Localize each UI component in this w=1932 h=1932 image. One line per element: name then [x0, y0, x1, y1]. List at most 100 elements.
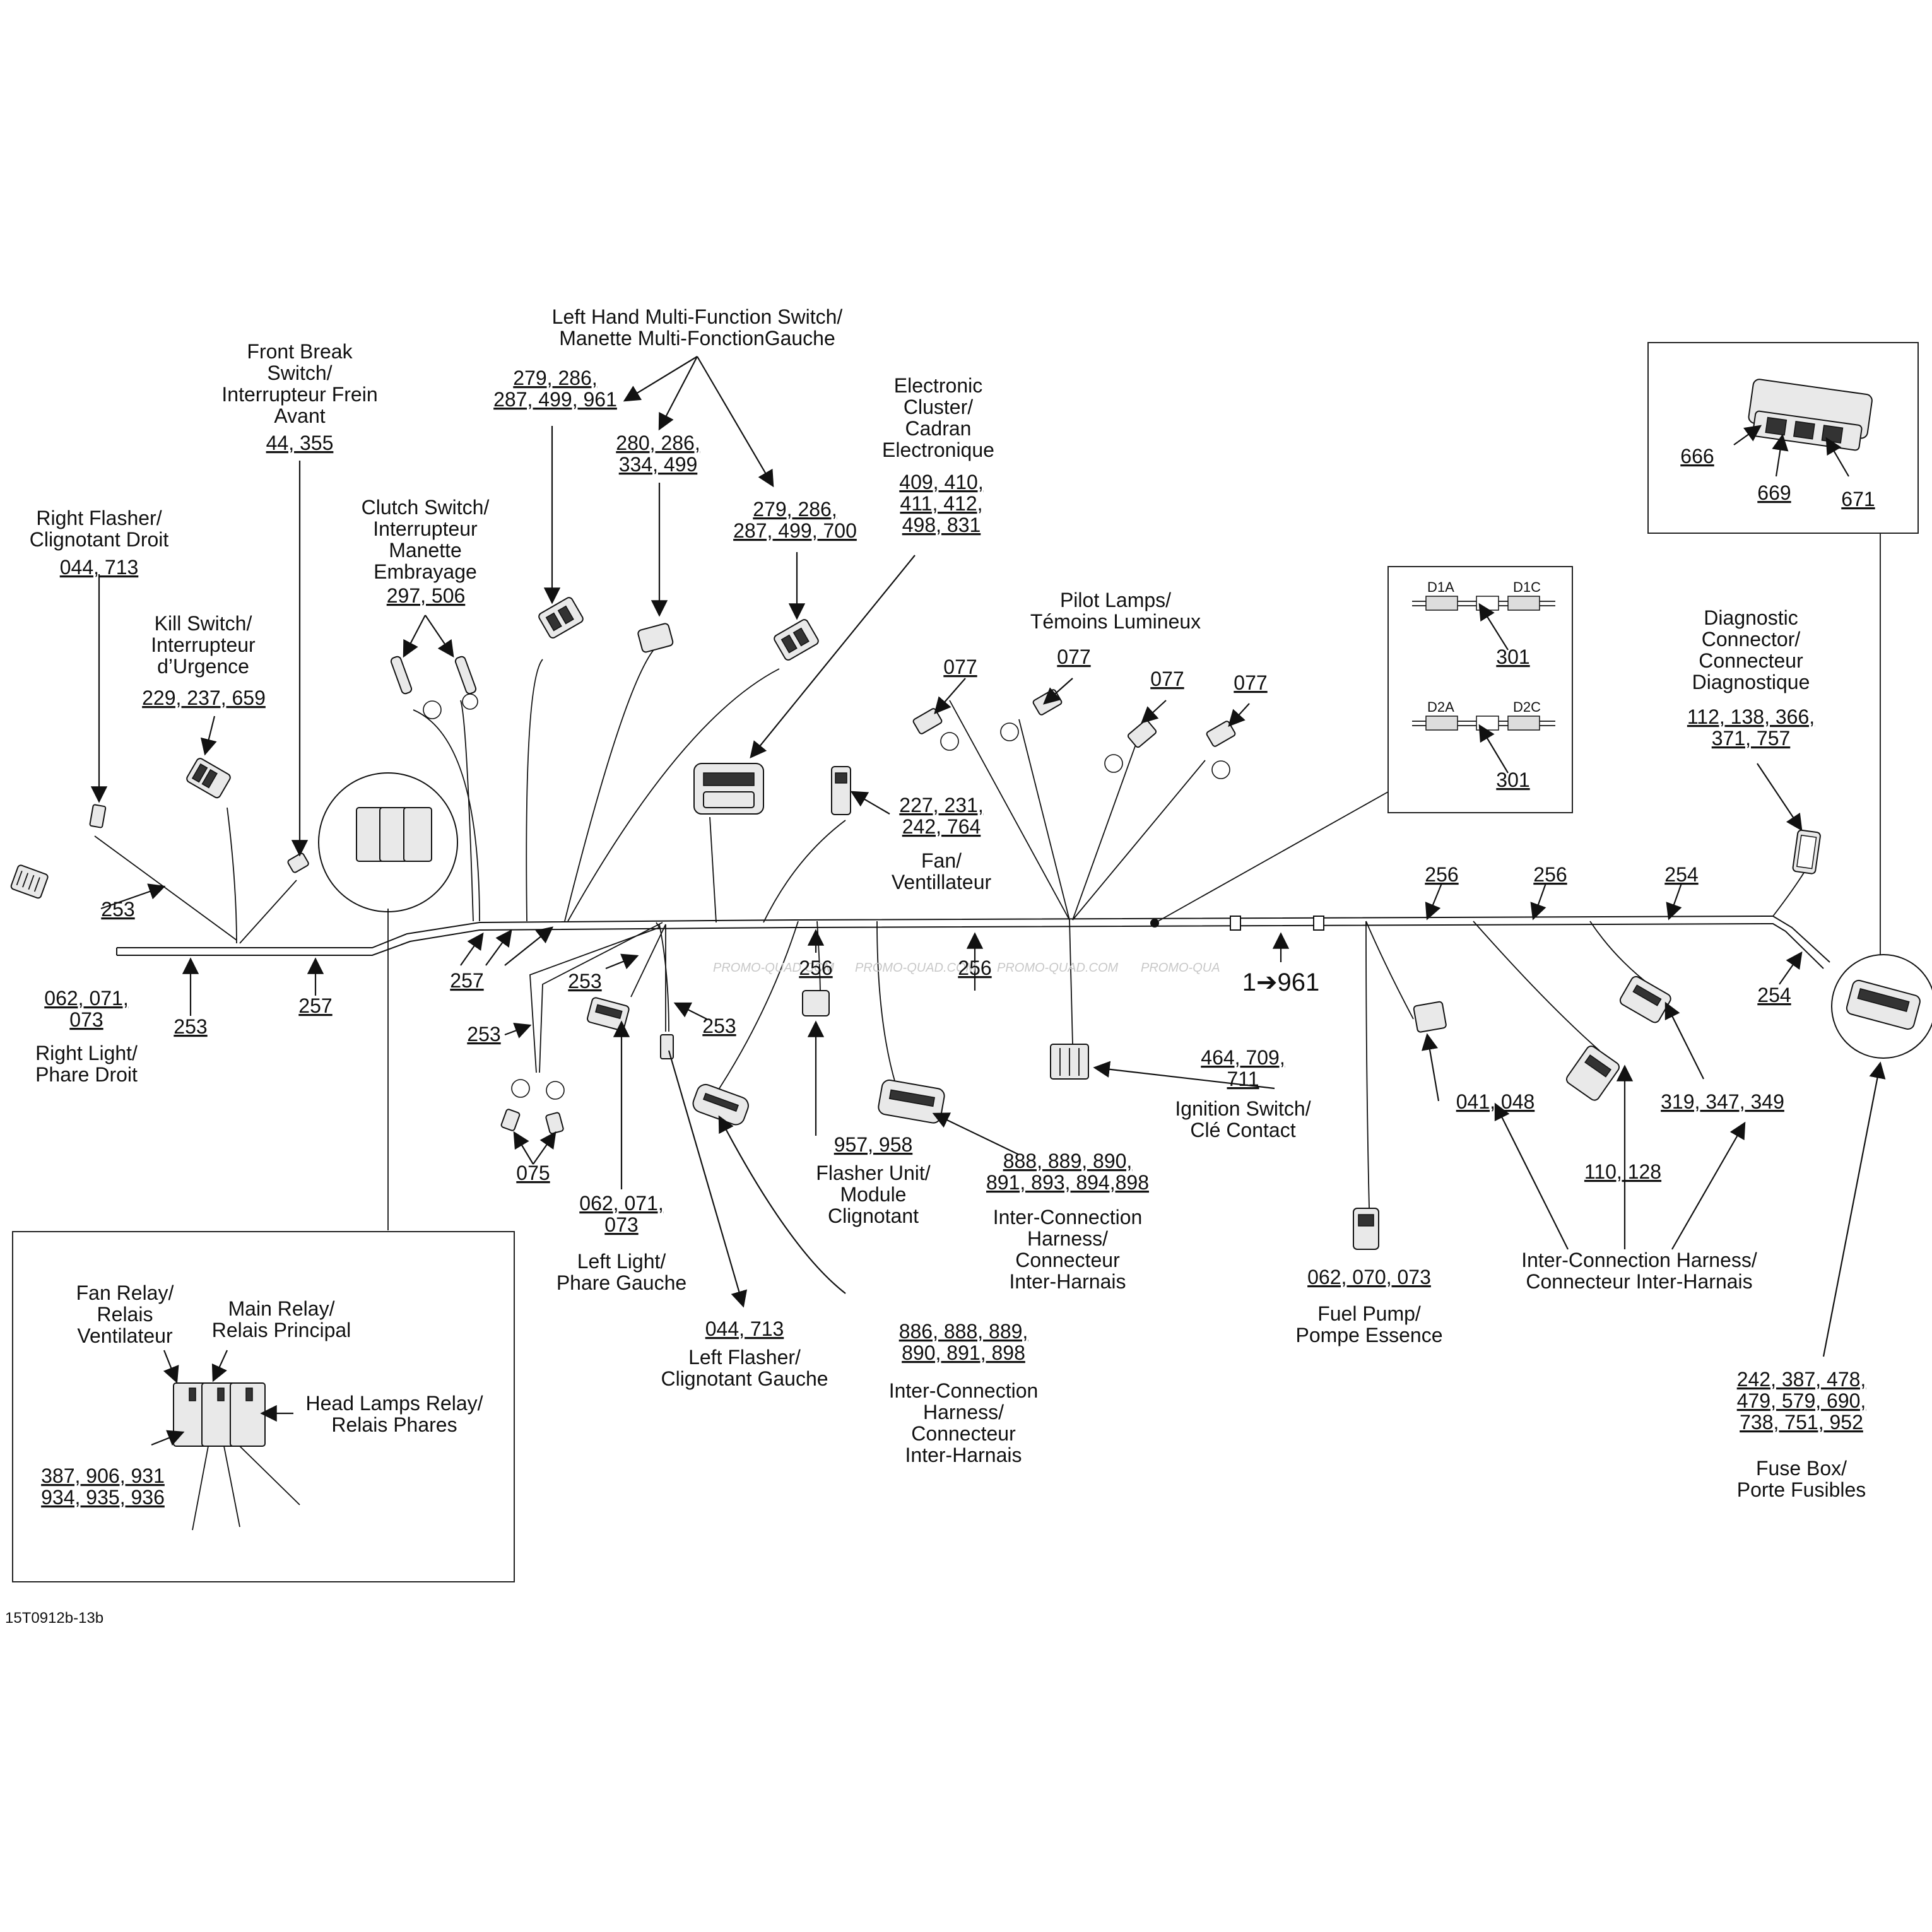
component-label: Relais Phares [331, 1413, 457, 1436]
watermark: PROMO-QUA [1141, 961, 1220, 975]
part-number: 888, 889, 890, [1003, 1150, 1133, 1172]
component-label: Switch/ [267, 362, 332, 384]
component-label: d’Urgence [157, 655, 249, 678]
part-number: 409, 410, [899, 471, 983, 493]
connector-glyphs [10, 533, 1932, 1250]
item-075-connectors [500, 1079, 565, 1134]
part-number: 112, 138, 366, [1687, 705, 1815, 728]
component-label: Connecteur [1699, 649, 1803, 672]
component-label: Right Light/ [35, 1042, 138, 1064]
component-label: Relais [97, 1303, 153, 1326]
part-number: 077 [1234, 671, 1267, 694]
part-number: 077 [1057, 645, 1090, 668]
part-number: 671 [1841, 488, 1875, 510]
figure-code: 15T0912b-13b [5, 1610, 103, 1627]
part-number: 253 [101, 898, 134, 921]
ignition-switch-connector [1050, 1044, 1089, 1080]
diode-1 [1412, 596, 1555, 611]
interharness-connector-2 [692, 1083, 749, 1126]
watermark: PROMO-QUAD.COM [997, 961, 1119, 975]
interharness-connector-1 [878, 1079, 945, 1124]
part-number: 077 [1150, 668, 1184, 690]
part-number: 301 [1496, 769, 1529, 791]
component-label: Diagnostique [1692, 671, 1810, 693]
part-number: 253 [467, 1023, 500, 1046]
part-number: 371, 757 [1712, 727, 1791, 750]
text-layer: Left Hand Multi-Function Switch/Manette … [30, 305, 1875, 1509]
fuse-box-detail [1647, 342, 1919, 534]
part-number: 256 [1533, 863, 1567, 886]
part-number: 464, 709, [1201, 1046, 1285, 1069]
watermarks: PROMO-QUAD.COM PROMO-QUAD.COM PROMO-QUAD… [713, 961, 1220, 975]
lhs-connector-b [637, 623, 674, 653]
part-number: 044, 713 [60, 556, 139, 579]
component-label: Left Hand Multi-Function Switch/ [552, 305, 843, 328]
fuse-box-circle [1831, 533, 1932, 1059]
component-label: Inter-Connection [993, 1206, 1143, 1228]
component-label: Interrupteur Frein [221, 383, 377, 406]
component-label: Porte Fusibles [1737, 1478, 1866, 1501]
component-label: Clignotant [828, 1205, 919, 1227]
part-number: 062, 070, 073 [1307, 1266, 1431, 1288]
fuel-pump-connector [1353, 1208, 1379, 1250]
component-label: Module [840, 1183, 907, 1206]
part-number: 287, 499, 961 [493, 388, 617, 411]
part-number: 242, 387, 478, [1737, 1368, 1866, 1391]
fuse-block-glyph [1748, 379, 1873, 451]
part-number: 479, 579, 690, [1737, 1389, 1866, 1412]
component-label: Fuse Box/ [1756, 1457, 1847, 1480]
right-flasher-connector [89, 804, 107, 828]
part-number: 257 [450, 969, 483, 992]
part-number: 934, 935, 936 [41, 1486, 165, 1509]
part-number: 062, 071, [579, 1192, 663, 1215]
part-number: 411, 412, [900, 492, 982, 515]
part-number: 666 [1680, 445, 1714, 468]
part-number: 257 [298, 994, 332, 1017]
flasher-unit-connector [802, 990, 830, 1016]
component-label: Phare Droit [35, 1063, 138, 1086]
part-number: 890, 891, 898 [902, 1341, 1025, 1364]
part-number: 077 [943, 656, 977, 678]
right-light-connector [10, 864, 49, 899]
component-label: Left Flasher/ [688, 1346, 801, 1369]
diode-codes: D1A D1C D2A D2C [1427, 579, 1541, 715]
component-label: Cadran [905, 417, 972, 440]
part-number: 044, 713 [705, 1317, 784, 1340]
watermark: PROMO-QUAD.COM [713, 961, 835, 975]
diode-code: D1C [1513, 579, 1541, 595]
component-label: Diagnostic [1704, 606, 1798, 629]
part-number: 254 [1757, 984, 1791, 1006]
pilot-lamp-connectors [912, 689, 1236, 779]
diode-2 [1412, 716, 1555, 731]
part-number: 110, 128 [1584, 1160, 1661, 1183]
leader-arrows [90, 356, 1886, 1446]
fan-connector [831, 766, 851, 815]
diode-code: D2C [1513, 699, 1541, 715]
component-label: Inter-Connection Harness/ [1521, 1249, 1757, 1271]
relay-detail-circle [318, 772, 458, 1230]
component-label: Pilot Lamps/ [1060, 589, 1171, 611]
part-number: 301 [1496, 645, 1529, 668]
component-label: Electronic [894, 374, 983, 397]
main-harness [116, 915, 1830, 969]
component-label: Avant [274, 404, 325, 427]
part-number: 319, 347, 349 [1661, 1090, 1784, 1113]
component-label: Connecteur [911, 1422, 1016, 1445]
component-label: Témoins Lumineux [1030, 610, 1201, 633]
kill-switch-connector [186, 758, 231, 799]
part-number: 073 [69, 1008, 103, 1031]
diode-code: D1A [1427, 579, 1454, 595]
part-number: 279, 286, [753, 498, 837, 521]
part-number: 229, 237, 659 [142, 686, 266, 709]
component-label: Ignition Switch/ [1175, 1097, 1311, 1120]
component-label: Clignotant Droit [30, 528, 169, 551]
component-label: Main Relay/ [228, 1297, 335, 1320]
branch-wires [94, 646, 1811, 1209]
part-number: 711 [1227, 1068, 1259, 1090]
component-label: Manette [389, 539, 462, 562]
diode-code: D2A [1427, 699, 1454, 715]
component-label: Fan/ [921, 849, 962, 872]
component-label: Kill Switch/ [155, 612, 252, 635]
component-label: Front Break [247, 340, 353, 363]
part-number: 256 [1425, 863, 1458, 886]
